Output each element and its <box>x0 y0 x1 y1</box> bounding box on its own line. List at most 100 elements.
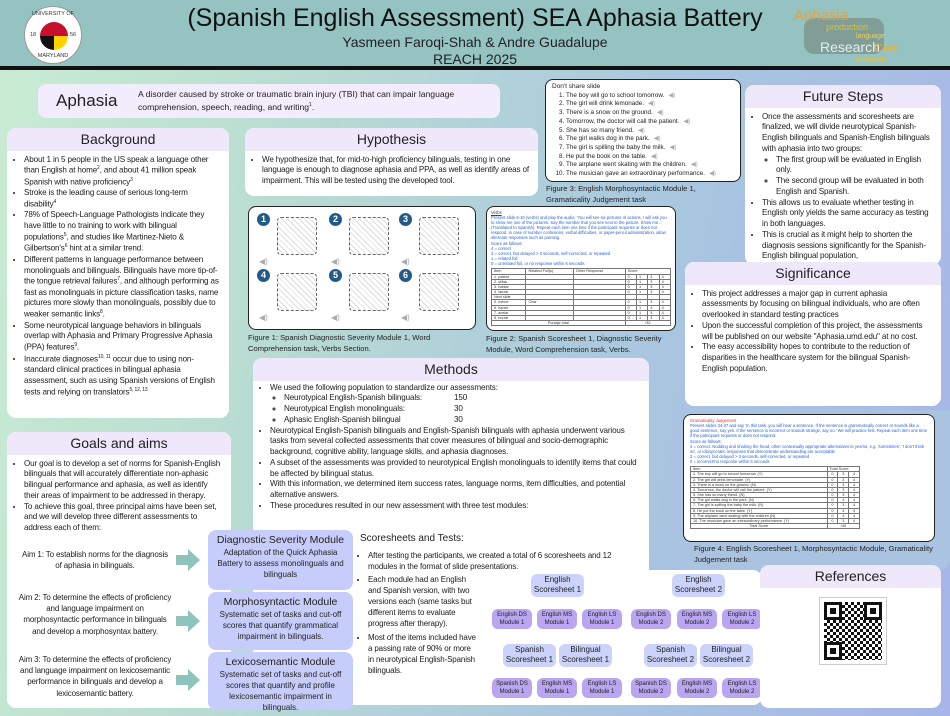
speaker-icon[interactable]: ◀) <box>656 109 664 117</box>
picture-number-badge: 4 <box>257 269 270 282</box>
speaker-icon[interactable]: ◀) <box>259 313 268 322</box>
action-picture[interactable] <box>419 217 459 255</box>
speaker-icon[interactable]: ◀) <box>259 257 268 266</box>
sentence-text: There is a snow on the ground. <box>566 109 653 117</box>
sentence-item: Tomorrow, the doctor will call the patie… <box>566 118 734 127</box>
action-picture[interactable] <box>349 273 389 311</box>
scoring-line: Score as follows: <box>491 241 523 247</box>
aim-2: Aim 2: To determine the effects of profi… <box>18 593 172 636</box>
speaker-icon[interactable]: ◀) <box>708 169 716 177</box>
scoring-line: 3 = correct, but delayed > 3 seconds, se… <box>690 454 810 460</box>
citation: 10, 11 <box>97 353 111 360</box>
citation: 7 <box>117 276 120 283</box>
figure-heading: Verbs <box>491 210 502 215</box>
action-picture[interactable] <box>349 217 389 255</box>
citation: 3 <box>130 176 133 183</box>
group-name: Aphasic English-Spanish bilingual <box>284 414 401 424</box>
sentence-item: The boy will go to school tomorrow.◀) <box>566 92 734 101</box>
item-cell: Next slide <box>490 294 527 301</box>
item-cell: 1. patear <box>490 273 527 280</box>
speaker-icon[interactable]: ◀) <box>648 100 655 108</box>
logo-text-maryland: MARYLAND <box>37 53 69 59</box>
scoring-line: 3 = correct, but delayed > 3 seconds, se… <box>491 251 611 257</box>
references-qr-code[interactable] <box>819 597 887 665</box>
table-header: Total Score <box>826 466 861 473</box>
speaker-icon[interactable]: ◀) <box>669 143 677 151</box>
text: Some neurotypical language behaviors in … <box>24 320 213 352</box>
text: , and about 41 million speak Spanish wit… <box>24 166 197 187</box>
aphasia-research-center-logo: Aphasia production language ResearchCent… <box>794 7 900 64</box>
score-option[interactable]: 4 <box>848 471 860 478</box>
arrow-right-icon <box>176 549 200 571</box>
text: , and although performing as fast as mon… <box>24 276 219 319</box>
speaker-icon[interactable]: ◀) <box>690 161 698 169</box>
score-option[interactable]: 4 <box>848 481 860 488</box>
panel-title: Background <box>7 128 229 151</box>
score-option[interactable]: 4 <box>848 507 860 514</box>
module-title: Lexicosemantic Module <box>225 656 336 668</box>
module-description: Adaptation of the Quick Aphasia Battery … <box>217 548 344 579</box>
sentence-text: The girl is spilling the baby the milk. <box>566 143 666 151</box>
total-value: /32 <box>624 320 672 327</box>
hypothesis-text: We hypothesize that, for mid-to-high pro… <box>262 155 531 187</box>
speaker-icon[interactable]: ◀) <box>401 313 410 322</box>
background-list: About 1 in 5 people in the US speak a la… <box>7 151 229 401</box>
future-step-item: Once the assessments and scoresheets are… <box>762 112 934 198</box>
svg-text:Research: Research <box>820 39 880 55</box>
action-picture[interactable] <box>277 217 317 255</box>
speaker-icon[interactable]: ◀) <box>331 257 340 266</box>
hypothesis-panel: Hypothesis We hypothesize that, for mid-… <box>245 128 538 196</box>
speaker-icon[interactable]: ◀) <box>653 135 661 143</box>
background-item: Some neurotypical language behaviors in … <box>24 321 222 354</box>
speaker-icon[interactable]: ◀) <box>401 257 410 266</box>
module-title: Diagnostic Severity Module <box>216 534 345 546</box>
score-option[interactable]: 4 <box>848 497 860 504</box>
speaker-icon[interactable]: ◀) <box>637 126 645 134</box>
aphasia-definition-banner: Aphasia A disorder caused by stroke or t… <box>38 84 500 118</box>
score-option[interactable]: 4 <box>848 517 860 525</box>
action-picture[interactable] <box>277 273 317 311</box>
significance-item: Upon the successful completion of this p… <box>702 321 934 343</box>
speaker-icon[interactable]: ◀) <box>331 313 340 322</box>
score-option[interactable]: 4 <box>848 502 860 509</box>
population-item: Neurotypical English-Spanish bilinguals:… <box>284 393 642 404</box>
arrow-right-icon <box>176 669 200 691</box>
scoresheets-title: Scoresheets and Tests: <box>360 533 464 544</box>
sentence-item: There is a snow on the ground.◀) <box>566 109 734 118</box>
text: This is crucial as it might help to shor… <box>762 229 927 261</box>
module-box: English LS Module 1 <box>582 609 622 629</box>
group-count: 150 <box>454 393 468 403</box>
citation: 5, 12, 13 <box>129 386 148 393</box>
figure-3-image: Don't share slide The boy will go to sch… <box>545 79 741 182</box>
sentence-text: The airplane went skating with the child… <box>566 161 687 169</box>
background-item: Stroke is the leading cause of serious l… <box>24 188 222 210</box>
scoresheets-list: After testing the participants, we creat… <box>358 550 638 676</box>
speaker-icon[interactable]: ◀) <box>650 152 658 160</box>
item-cell: 4. Tomorrow, the doctor will call the pa… <box>690 486 828 494</box>
score-option[interactable]: 4 <box>848 476 860 483</box>
speaker-icon[interactable]: ◀) <box>683 117 691 125</box>
background-item: About 1 in 5 people in the US speak a la… <box>24 155 222 189</box>
total-label: Total Score <box>690 523 828 530</box>
score-option[interactable]: 4 <box>848 492 860 499</box>
item-cell: 3. hablar <box>490 283 527 291</box>
list-item: After testing the participants, we creat… <box>368 550 623 572</box>
item-cell: 7. acelar <box>490 309 527 316</box>
population-item: Neurotypical English monolinguals:30 <box>284 404 642 415</box>
table-row: 10. The musician gave an extraordinary p… <box>690 517 860 525</box>
significance-item: The easy accessibility hopes to contribu… <box>702 342 934 374</box>
panel-title: References <box>760 565 941 588</box>
total-value: /40 <box>826 523 861 530</box>
action-picture[interactable] <box>419 273 459 311</box>
citation: 5 <box>63 231 67 238</box>
sentence-text: The girl walks dog in the park. <box>566 135 650 143</box>
methods-item: A subset of the assessments was provided… <box>270 458 642 480</box>
score-option[interactable]: 4 <box>848 486 860 494</box>
speaker-icon[interactable]: ◀) <box>668 91 676 99</box>
score-option[interactable]: 4 <box>848 512 860 520</box>
panel-title: Methods <box>253 358 649 381</box>
future-step-item: This is crucial as it might help to shor… <box>762 230 934 262</box>
scoring-line: 1 = related foil <box>491 256 518 262</box>
citation: 8 <box>100 309 103 316</box>
